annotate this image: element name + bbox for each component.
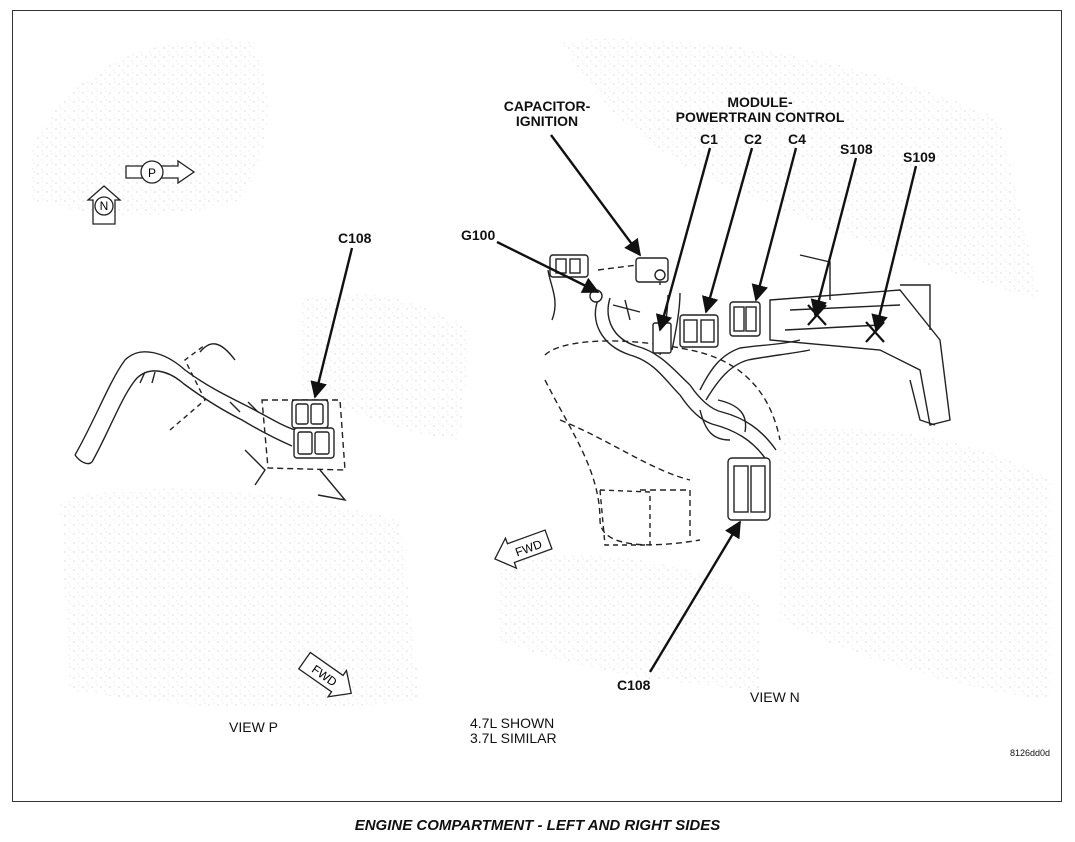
engine-note: 4.7L SHOWN 3.7L SIMILAR: [470, 716, 557, 746]
engine-note-line2: 3.7L SIMILAR: [470, 730, 557, 746]
fwd-arrow-right: [494, 529, 553, 570]
view-marker-n-letter: N: [100, 199, 109, 213]
leader-arrows: [310, 134, 918, 673]
figure-id: 8126dd0d: [1010, 748, 1051, 758]
view-marker-p-letter: P: [148, 166, 156, 180]
c108-left-label: C108: [338, 230, 372, 246]
capacitor-ignition-label: CAPACITOR- IGNITION: [497, 99, 597, 129]
s109-label: S109: [903, 149, 936, 165]
c108-right-label: C108: [617, 677, 651, 693]
capacitor-label-line1: CAPACITOR-: [503, 98, 591, 114]
figure-frame: [12, 10, 1062, 802]
view-n-connectors: [549, 254, 771, 521]
g100-label: G100: [461, 227, 496, 243]
module-powertrain-control-label: MODULE- POWERTRAIN CONTROL: [660, 95, 860, 125]
c2-label: C2: [744, 131, 762, 147]
c1-label: C1: [700, 131, 718, 147]
background-stipple: [30, 39, 1050, 708]
capacitor-label-line2: IGNITION: [515, 113, 579, 129]
c4-label: C4: [788, 131, 806, 147]
module-label-line1: MODULE-: [727, 94, 793, 110]
fwd-arrow-left: [297, 651, 352, 698]
figure-caption: ENGINE COMPARTMENT - LEFT AND RIGHT SIDE…: [354, 817, 721, 834]
view-p-marker: [125, 159, 196, 185]
view-n-label: VIEW N: [750, 689, 800, 705]
view-p-label: VIEW P: [229, 719, 279, 735]
view-n-marker: [86, 185, 122, 225]
module-label-line2: POWERTRAIN CONTROL: [675, 109, 845, 125]
s108-label: S108: [840, 141, 873, 157]
view-n-harness: [544, 254, 951, 546]
splice-marks: [807, 304, 885, 343]
c108-connector-left: [291, 399, 335, 459]
engine-note-line1: 4.7L SHOWN: [470, 715, 555, 731]
